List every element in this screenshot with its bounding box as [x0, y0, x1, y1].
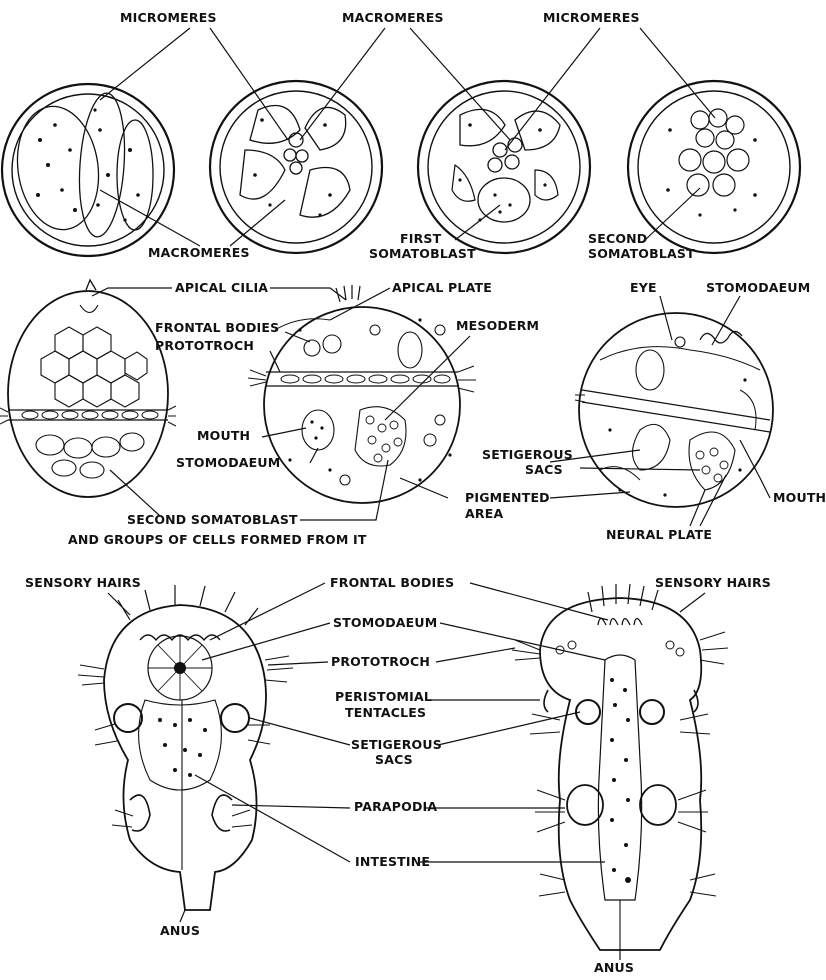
label-anus-right: ANUS [594, 960, 634, 975]
label-first-somatoblast-2: SOMATOBLAST [369, 246, 476, 261]
label-setigerous-sacs-bottom-2: SACS [375, 752, 413, 767]
label-anus-left: ANUS [160, 923, 200, 938]
larva-early [0, 280, 176, 497]
leader-lines-row-1 [100, 28, 715, 246]
label-pigmented-area-1: PIGMENTED [465, 490, 550, 505]
label-micromeres-1: MICROMERES [120, 10, 217, 25]
label-sensory-hairs-right: SENSORY HAIRS [655, 575, 771, 590]
larva-ventral-right [512, 584, 728, 950]
label-peristomial-tentacles-2: TENTACLES [345, 705, 426, 720]
label-second-somatoblast-caption-1: SECOND SOMATOBLAST [127, 512, 298, 527]
label-intestine: INTESTINE [355, 854, 430, 869]
label-micromeres-2: MICROMERES [543, 10, 640, 25]
label-macromeres-bottom: MACROMERES [148, 245, 250, 260]
label-setigerous-sacs-mid-2: SACS [525, 462, 563, 477]
label-pigmented-area-2: AREA [465, 506, 503, 521]
label-second-somatoblast-2: SOMATOBLAST [588, 246, 695, 261]
label-prototroch-bottom: PROTOTROCH [331, 654, 430, 669]
label-first-somatoblast-1: FIRST [400, 231, 442, 246]
label-second-somatoblast-caption-2: AND GROUPS OF CELLS FORMED FROM IT [68, 532, 367, 547]
label-stomodaeum-mid: STOMODAEUM [176, 455, 280, 470]
label-peristomial-tentacles-1: PERISTOMIAL [335, 689, 432, 704]
label-mouth-mid: MOUTH [197, 428, 250, 443]
label-second-somatoblast-1: SECOND [588, 231, 647, 246]
label-setigerous-sacs-bottom-1: SETIGEROUS [351, 737, 442, 752]
egg-stage-2 [210, 81, 382, 253]
label-parapodia: PARAPODIA [354, 799, 437, 814]
label-frontal-bodies-bottom: FRONTAL BODIES [330, 575, 454, 590]
label-neural-plate: NEURAL PLATE [606, 527, 712, 542]
egg-stage-4 [628, 81, 800, 253]
label-stomodaeum-bottom: STOMODAEUM [333, 615, 437, 630]
larva-trochophore [248, 285, 476, 503]
leader-lines-row-3 [108, 583, 705, 960]
label-apical-plate: APICAL PLATE [392, 280, 492, 295]
label-stomodaeum-right: STOMODAEUM [706, 280, 810, 295]
egg-stage-1 [2, 84, 174, 256]
label-macromeres-top: MACROMERES [342, 10, 444, 25]
label-sensory-hairs-left: SENSORY HAIRS [25, 575, 141, 590]
label-mesoderm: MESODERM [456, 318, 539, 333]
larva-ventral-left [78, 585, 293, 910]
label-mouth-right: MOUTH [773, 490, 826, 505]
label-prototroch-mid: PROTOTROCH [155, 338, 254, 353]
label-eye: EYE [630, 280, 657, 295]
label-apical-cilia: APICAL CILIA [175, 280, 268, 295]
label-frontal-bodies-mid: FRONTAL BODIES [155, 320, 279, 335]
egg-stage-3 [418, 81, 590, 253]
label-setigerous-sacs-mid-1: SETIGEROUS [482, 447, 573, 462]
larva-late [575, 313, 773, 507]
